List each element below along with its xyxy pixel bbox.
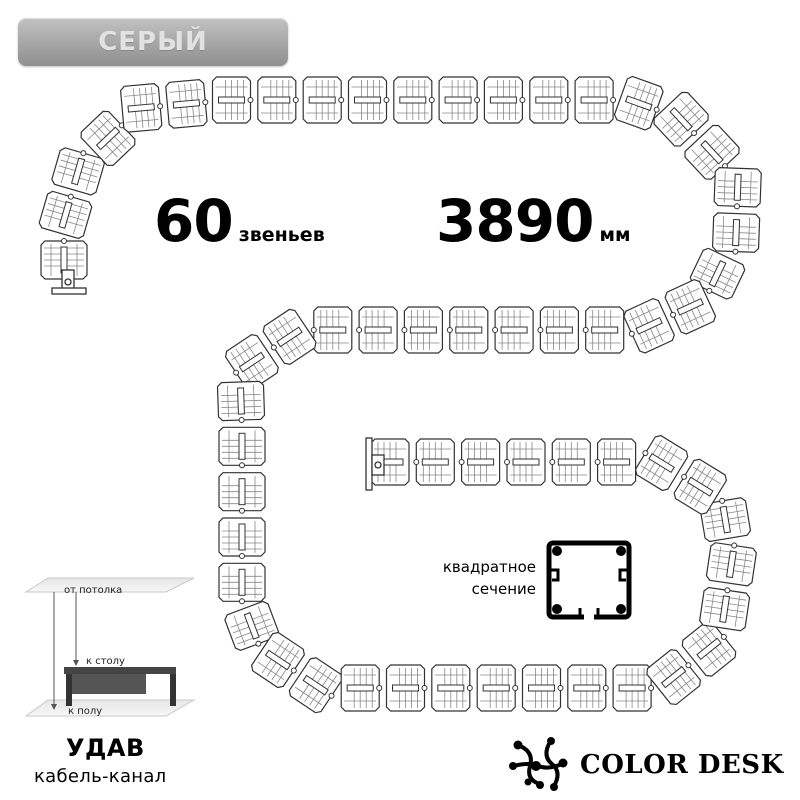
length-value: 3890 bbox=[436, 187, 594, 255]
chain-link bbox=[40, 238, 88, 280]
chain-link bbox=[218, 562, 266, 605]
chain-link bbox=[165, 79, 209, 129]
chain-link bbox=[356, 306, 398, 354]
chain-link bbox=[612, 664, 655, 712]
cross-section-label: квадратное сечение bbox=[420, 556, 536, 600]
scheme-table-label: к столу bbox=[86, 656, 125, 667]
chain-link bbox=[653, 91, 709, 147]
scheme-ceiling-label: от потолка bbox=[64, 585, 123, 596]
chain-link bbox=[713, 167, 762, 210]
chain-link bbox=[504, 438, 546, 486]
links-count-unit: звеньев bbox=[238, 224, 325, 246]
color-desk-logo-icon bbox=[509, 737, 568, 791]
cross-section-label-line1: квадратное bbox=[442, 558, 536, 576]
color-badge: СЕРЫЙ bbox=[18, 18, 288, 66]
chain-link bbox=[521, 664, 564, 712]
chain-link bbox=[218, 426, 266, 469]
chain-link bbox=[664, 278, 717, 335]
product-type: кабель-канал bbox=[34, 766, 167, 787]
chain-link bbox=[699, 497, 752, 543]
chain-link bbox=[699, 586, 751, 632]
chain-link bbox=[492, 306, 534, 354]
chain-link bbox=[251, 631, 305, 689]
scheme-floor-label: к полу bbox=[68, 706, 103, 717]
chain-link bbox=[385, 664, 428, 712]
chain-link bbox=[38, 190, 93, 240]
chain-link bbox=[218, 472, 266, 514]
chain-link bbox=[438, 76, 481, 124]
chain-link bbox=[681, 620, 737, 677]
chain-link bbox=[262, 308, 317, 365]
chain-link bbox=[483, 76, 526, 124]
chain-link bbox=[476, 664, 519, 712]
chain-link bbox=[51, 147, 106, 196]
length-unit: мм bbox=[599, 224, 631, 246]
chain-link bbox=[302, 76, 345, 124]
chain-link bbox=[582, 306, 625, 354]
bottom-end-bracket bbox=[365, 437, 385, 491]
chain-link bbox=[684, 124, 740, 180]
chain-link bbox=[673, 458, 728, 515]
cross-section-label-line2: сечение bbox=[471, 580, 536, 598]
product-name: УДАВ bbox=[66, 734, 145, 762]
top-end-bracket bbox=[51, 269, 87, 295]
links-count-value: 60 bbox=[154, 187, 234, 255]
chain-link bbox=[446, 306, 489, 354]
chain-link bbox=[613, 75, 664, 131]
chain-link bbox=[529, 76, 571, 124]
chain-link bbox=[594, 438, 637, 486]
chain-link bbox=[711, 212, 761, 255]
chain-link bbox=[393, 76, 435, 124]
chain-link bbox=[257, 76, 299, 124]
links-count-stat: 60 звеньев bbox=[154, 192, 325, 250]
chain-link bbox=[218, 517, 266, 559]
length-stat: 3890 мм bbox=[436, 192, 631, 250]
chain-link bbox=[549, 438, 591, 486]
brand-name: COLOR DESK bbox=[580, 750, 784, 780]
chain-link bbox=[310, 306, 353, 354]
chain-link bbox=[705, 542, 757, 587]
chain-link bbox=[431, 664, 473, 712]
square-section-icon bbox=[546, 540, 632, 620]
chain-link bbox=[689, 247, 746, 300]
chain-link bbox=[634, 434, 689, 492]
chain-link bbox=[413, 438, 455, 486]
chain-link bbox=[458, 438, 501, 486]
chain-link bbox=[288, 657, 343, 714]
chain-link bbox=[347, 76, 390, 124]
chain-link bbox=[211, 76, 254, 124]
chain-link bbox=[574, 76, 617, 124]
chain-link bbox=[216, 380, 266, 423]
chain-link bbox=[224, 600, 280, 652]
color-badge-label: СЕРЫЙ bbox=[98, 27, 208, 57]
chain-link bbox=[119, 83, 164, 133]
chain-link bbox=[224, 334, 279, 391]
chain-link bbox=[537, 306, 580, 354]
chain-link bbox=[567, 664, 609, 712]
chain-link bbox=[623, 297, 675, 354]
chain-link bbox=[401, 306, 443, 354]
chain-link bbox=[340, 664, 383, 712]
chain-link bbox=[646, 649, 701, 706]
mounting-scheme-icon bbox=[24, 577, 196, 717]
